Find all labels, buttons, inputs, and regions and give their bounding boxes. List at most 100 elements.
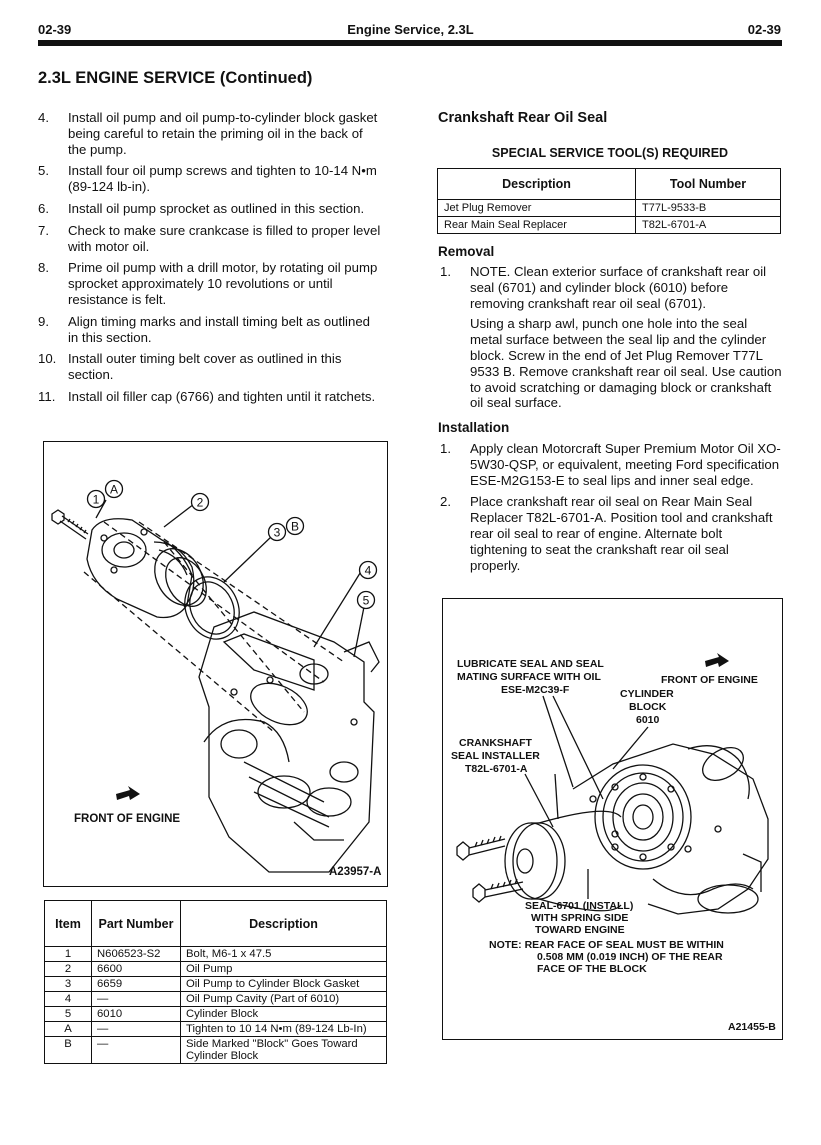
list-item: 5. Install four oil pump screws and tight…	[38, 163, 383, 195]
lube-label-line-3: ESE-M2C39-F	[501, 684, 570, 696]
callout-a: A	[110, 483, 118, 497]
cell-item: 5	[44, 1006, 92, 1022]
cell-part-number: —	[91, 991, 181, 1007]
lube-label-line-2: MATING SURFACE WITH OIL	[457, 671, 601, 683]
figure-id: A23957-A	[329, 866, 381, 878]
cell-tool-number: T82L-6701-A	[635, 216, 781, 234]
header-section-title: Engine Service, 2.3L	[347, 22, 474, 37]
cylinder-block-drawing	[198, 611, 380, 873]
callout-5: 5	[363, 594, 370, 608]
cell-item: A	[44, 1021, 92, 1037]
cell-part-number: 6659	[91, 976, 181, 992]
step-text: Install oil pump and oil pump-to-cylinde…	[68, 110, 378, 157]
cell-item: 2	[44, 961, 92, 977]
step-number: 10.	[38, 351, 57, 367]
oil-pump-drawing	[86, 518, 207, 619]
oil-pump-figure: 1 A 2 3 B 4 5 FRONT OF ENGINE A23957-A	[43, 441, 388, 887]
column-header: Part Number	[91, 900, 181, 947]
installer-label-line-1: CRANKSHAFT	[459, 737, 532, 749]
column-header: Tool Number	[635, 168, 781, 200]
step-number: 9.	[38, 313, 49, 329]
seal-label-line-1: SEAL-6701 (INSTALL)	[525, 900, 633, 912]
rear-seal-drawing	[594, 764, 692, 870]
cell-item: 3	[44, 976, 92, 992]
column-header: Description	[180, 900, 387, 947]
oil-pump-exploded-illustration: 1 A 2 3 B 4 5 FRONT OF ENGINE A23957-A	[51, 479, 381, 878]
cylinder-block-drawing	[572, 743, 769, 915]
block-label-line-1: CYLINDER	[620, 688, 674, 700]
cell-tool-description: Jet Plug Remover	[437, 199, 636, 217]
list-item: 1. Apply clean Motorcraft Super Premium …	[438, 441, 782, 488]
step-text: Install outer timing belt cover as outli…	[68, 351, 342, 383]
left-steps-list: 4. Install oil pump and oil pump-to-cylin…	[38, 110, 383, 411]
table-row: B—Side Marked "Block" Goes Toward Cylind…	[44, 1036, 387, 1064]
step-text: Check to make sure crankcase is filled t…	[68, 222, 381, 254]
cell-description: Oil Pump to Cylinder Block Gasket	[180, 976, 387, 992]
step-text: Apply clean Motorcraft Super Premium Mot…	[470, 441, 781, 488]
cell-description: Cylinder Block	[180, 1006, 387, 1022]
header-page-left: 02-39	[38, 22, 72, 37]
step-text: Place crankshaft rear oil seal on Rear M…	[470, 494, 773, 573]
page-title: 2.3L ENGINE SERVICE (Continued)	[38, 69, 313, 87]
step-text: Install oil pump sprocket as outlined in…	[68, 200, 365, 216]
list-item: 10. Install outer timing belt cover as ou…	[38, 351, 383, 383]
gasket-drawing	[184, 576, 240, 640]
cell-description: Tighten to 10 14 N•m (89-124 Lb-In)	[180, 1021, 387, 1037]
installation-heading: Installation	[438, 420, 510, 435]
callout-3: 3	[274, 526, 281, 540]
front-arrow-icon	[705, 653, 729, 667]
cell-part-number: 6010	[91, 1006, 181, 1022]
step-text: Install oil filler cap (6766) and tighte…	[68, 388, 376, 404]
list-item: 11. Install oil filler cap (6766) and tig…	[38, 389, 383, 405]
step-number: 6.	[38, 200, 49, 216]
removal-heading: Removal	[438, 244, 495, 259]
tools-table: Description Tool Number Jet Plug Remover…	[437, 168, 781, 234]
bolt-drawing	[456, 835, 524, 903]
cell-description: Oil Pump Cavity (Part of 6010)	[180, 991, 387, 1007]
step-number: 5.	[38, 163, 49, 179]
removal-instruction: Using a sharp awl, punch one hole into t…	[470, 316, 782, 411]
cell-tool-number: T77L-9533-B	[635, 199, 781, 217]
callout-4: 4	[365, 564, 372, 578]
installation-steps: 1. Apply clean Motorcraft Super Premium …	[438, 441, 782, 573]
step-text: Install four oil pump screws and tighten…	[68, 163, 377, 195]
table-row: 4—Oil Pump Cavity (Part of 6010)	[44, 991, 387, 1007]
note-line-2: 0.508 MM (0.019 INCH) OF THE REAR	[537, 951, 723, 963]
cell-item: B	[44, 1036, 92, 1064]
note-line-3: FACE OF THE BLOCK	[537, 963, 647, 975]
cell-part-number: 6600	[91, 961, 181, 977]
list-item: 4. Install oil pump and oil pump-to-cylin…	[38, 110, 383, 157]
step-number: 1.	[440, 264, 451, 279]
installer-label-line-2: SEAL INSTALLER	[451, 750, 540, 762]
step-number: 7.	[38, 222, 49, 238]
rear-seal-figure: LUBRICATE SEAL AND SEAL MATING SURFACE W…	[442, 598, 783, 1040]
list-item: 8.Prime oil pump with a drill motor, by …	[38, 260, 383, 307]
step-text: Align timing marks and install timing be…	[68, 313, 370, 345]
column-header: Item	[44, 900, 92, 947]
step-text: Prime oil pump with a drill motor, by ro…	[68, 260, 378, 307]
list-item: 2. Place crankshaft rear oil seal on Rea…	[438, 494, 782, 573]
bolt-drawing	[51, 509, 89, 540]
block-label-line-3: 6010	[636, 714, 660, 726]
callout-1: 1	[93, 493, 100, 507]
seal-label-line-3: TOWARD ENGINE	[535, 924, 625, 936]
seal-installer-tool-drawing	[504, 810, 622, 912]
callout-b: B	[291, 520, 299, 534]
section-title-rear-oil-seal: Crankshaft Rear Oil Seal	[438, 110, 608, 126]
block-label-line-2: BLOCK	[629, 701, 667, 713]
rear-seal-installation-illustration: LUBRICATE SEAL AND SEAL MATING SURFACE W…	[451, 653, 776, 1033]
cell-part-number: —	[91, 1021, 181, 1037]
cell-description: Oil Pump	[180, 961, 387, 977]
tools-heading: SPECIAL SERVICE TOOL(S) REQUIRED	[491, 146, 729, 160]
table-row: A—Tighten to 10 14 N•m (89-124 Lb-In)	[44, 1021, 387, 1037]
step-number: 11.	[38, 388, 56, 404]
seal-label-line-2: WITH SPRING SIDE	[531, 912, 628, 924]
step-number: 4.	[38, 110, 49, 125]
column-header: Description	[437, 168, 636, 200]
removal-note: NOTE. Clean exterior surface of cranksha…	[470, 264, 767, 311]
